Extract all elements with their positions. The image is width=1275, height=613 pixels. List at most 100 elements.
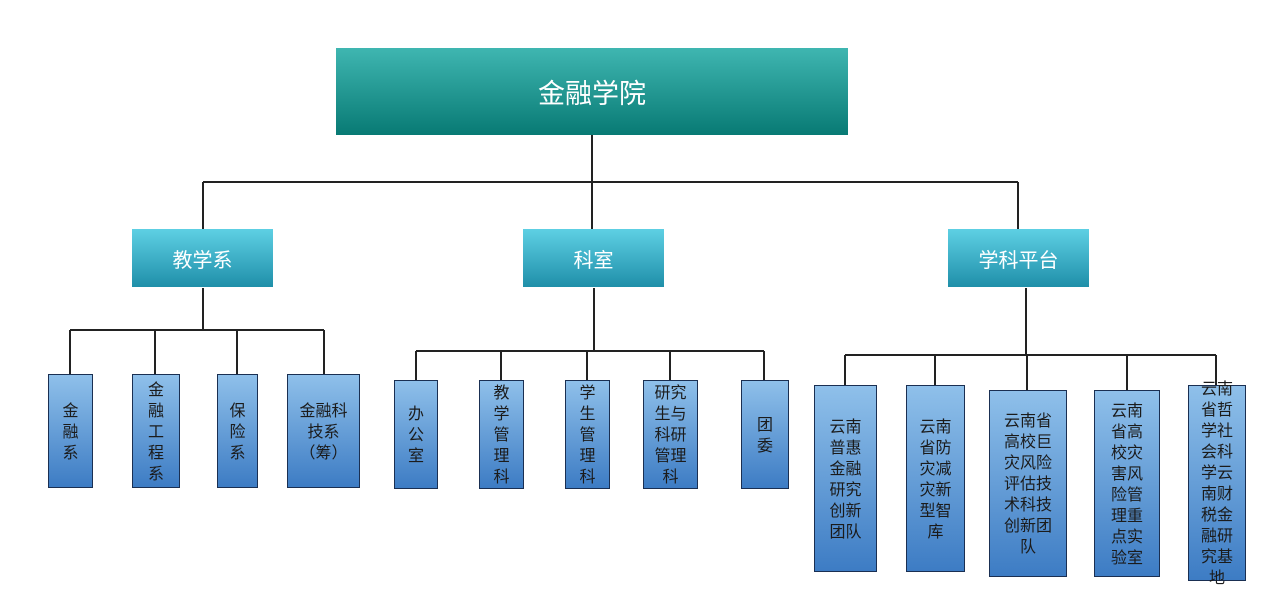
unit-label-line: 云南	[919, 416, 952, 436]
unit-label-line: 生与	[654, 404, 687, 423]
unit-label: 云南省哲学社会科学云南财税金融研究基地	[1201, 378, 1233, 588]
unit-label-line: 金融科	[299, 400, 348, 420]
unit-label-line: 科	[662, 467, 679, 486]
unit-label-line: 验室	[1110, 547, 1143, 567]
unit-label-line: 型智	[919, 500, 952, 520]
unit-node: 金融科技系（筹）	[287, 374, 360, 488]
unit-label-line: 教	[493, 383, 510, 402]
unit-label-line: 保	[229, 400, 246, 420]
unit-label-line: 理	[579, 446, 596, 465]
unit-node: 云南普惠金融研究创新团队	[814, 385, 877, 572]
unit-label-line: 省防	[919, 437, 952, 457]
unit-label-line: 管	[493, 425, 510, 444]
unit-label: 云南省防灾减灾新型智库	[919, 416, 951, 542]
unit-label-line: 校灾	[1110, 442, 1143, 462]
unit-label-line: 灾风险	[1003, 453, 1052, 472]
unit-label-line: 办	[407, 404, 424, 423]
unit-label-line: 学	[579, 383, 596, 402]
unit-label-line: 害风	[1110, 463, 1143, 483]
unit-node: 金融系	[48, 374, 93, 488]
unit-label-line: 理	[493, 446, 510, 465]
unit-label-line: 会科	[1200, 442, 1233, 461]
unit-label-line: 税金	[1200, 505, 1233, 524]
unit-node: 金融工程系	[132, 374, 180, 488]
unit-label-line: 程	[147, 442, 164, 462]
unit-label-line: 创新	[829, 500, 862, 520]
unit-label: 办公室	[408, 403, 424, 466]
unit-label-line: 研究	[654, 383, 687, 402]
unit-label-line: 科	[579, 467, 596, 486]
dept-node-teaching: 教学系	[132, 229, 273, 287]
unit-node: 研究生与科研管理科	[643, 380, 698, 489]
unit-label-line: 云南	[829, 416, 862, 436]
unit-label-line: 理重	[1110, 505, 1143, 525]
unit-label: 团委	[757, 414, 773, 456]
unit-label-line: 生	[579, 404, 596, 423]
unit-label-line: 团	[756, 414, 773, 434]
unit-label-line: 金融	[829, 458, 862, 478]
unit-label-line: 室	[407, 446, 424, 465]
unit-label-line: 地	[1208, 568, 1225, 587]
unit-label-line: 融研	[1200, 526, 1233, 545]
unit-label-line: 研究	[829, 479, 862, 499]
unit-node: 云南省防灾减灾新型智库	[906, 385, 965, 572]
unit-label-line: 高校巨	[1003, 432, 1052, 451]
unit-label-line: 团队	[829, 521, 862, 541]
unit-label-line: 系	[147, 463, 164, 483]
unit-label-line: 队	[1019, 537, 1036, 556]
unit-label-line: 学云	[1200, 463, 1233, 482]
unit-label: 教学管理科	[493, 382, 509, 487]
unit-node: 办公室	[394, 380, 438, 489]
unit-label-line: 管理	[654, 446, 687, 465]
unit-label-line: 技系	[307, 421, 340, 441]
unit-label-line: 灾新	[919, 479, 952, 499]
unit-label-line: 融	[147, 400, 164, 420]
unit-label-line: 科研	[654, 425, 687, 444]
unit-label: 云南普惠金融研究创新团队	[829, 416, 861, 542]
unit-label-line: 管	[579, 425, 596, 444]
unit-label-line: 云南省	[1003, 411, 1052, 430]
unit-label-line: 库	[927, 521, 944, 541]
unit-node: 云南省高校灾害风险管理重点实验室	[1094, 390, 1160, 577]
unit-label-line: 金	[62, 400, 79, 420]
unit-label-line: 创新团	[1003, 516, 1052, 535]
unit-label-line: 省高	[1110, 421, 1143, 441]
unit-node: 云南省哲学社会科学云南财税金融研究基地	[1188, 379, 1246, 587]
unit-label-line: 科	[493, 467, 510, 486]
unit-label-line: 云南	[1200, 379, 1233, 398]
unit-label: 云南省高校巨灾风险评估技术科技创新团队	[1004, 410, 1052, 557]
dept-node-platform: 学科平台	[948, 229, 1089, 287]
org-root-node: 金融学院	[336, 48, 848, 135]
unit-label-line: 系	[62, 442, 79, 462]
unit-label-line: 南财	[1200, 484, 1233, 503]
unit-label-line: 公	[407, 425, 424, 444]
unit-label-line: 工	[147, 421, 164, 441]
unit-node: 云南省高校巨灾风险评估技术科技创新团队	[989, 390, 1067, 577]
unit-label-line: 学社	[1200, 421, 1233, 440]
unit-label: 金融系	[62, 400, 78, 463]
unit-label: 金融工程系	[148, 379, 164, 484]
dept-node-office: 科室	[523, 229, 664, 287]
unit-label-line: 学	[493, 404, 510, 423]
unit-label-line: 省哲	[1200, 400, 1233, 419]
unit-label: 研究生与科研管理科	[654, 382, 686, 487]
unit-label-line: 融	[62, 421, 79, 441]
unit-label-line: 云南	[1110, 400, 1143, 420]
unit-label: 保险系	[229, 400, 245, 463]
unit-label-line: 评估技	[1003, 474, 1052, 493]
unit-node: 教学管理科	[479, 380, 524, 489]
unit-label-line: 点实	[1110, 526, 1143, 546]
unit-label: 云南省高校灾害风险管理重点实验室	[1111, 400, 1143, 568]
unit-label: 金融科技系（筹）	[299, 400, 347, 463]
unit-label-line: 术科技	[1003, 495, 1052, 514]
unit-label-line: 灾减	[919, 458, 952, 478]
unit-label-line: 系	[229, 442, 246, 462]
unit-label-line: （筹）	[299, 442, 348, 462]
unit-label-line: 普惠	[829, 437, 862, 457]
unit-label-line: 险管	[1110, 484, 1143, 504]
unit-label-line: 金	[147, 379, 164, 399]
unit-node: 保险系	[217, 374, 258, 488]
unit-node: 学生管理科	[565, 380, 610, 489]
unit-label: 学生管理科	[579, 382, 595, 487]
